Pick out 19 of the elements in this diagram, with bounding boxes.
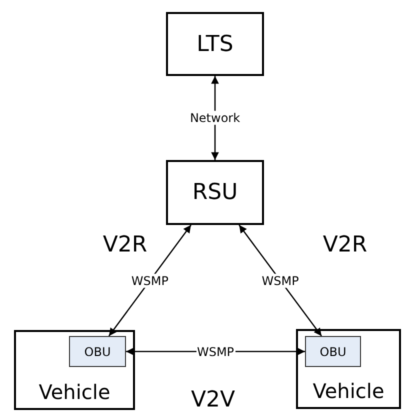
node-label: Vehicle: [38, 380, 110, 404]
unit-box: [305, 336, 361, 367]
edge-label: WSMP: [196, 344, 236, 359]
edge-label: WSMP: [130, 273, 170, 288]
node-label: OBU: [320, 344, 346, 358]
link-type-label: V2R: [102, 232, 148, 258]
edge-label: WSMP: [260, 273, 300, 288]
link-type-label: V2R: [322, 232, 368, 258]
node-label: LTS: [196, 32, 234, 56]
link-type-label: V2V: [190, 388, 236, 412]
node-label: RSU: [192, 180, 238, 205]
vehicle-box: [14, 330, 135, 410]
unit-box: [69, 336, 126, 367]
process-box: [166, 160, 264, 225]
node-label: OBU: [84, 344, 111, 358]
process-box: [166, 12, 264, 76]
node-label: Vehicle: [312, 379, 384, 403]
edge-label: Network: [188, 110, 242, 126]
vehicle-box: [296, 329, 401, 409]
